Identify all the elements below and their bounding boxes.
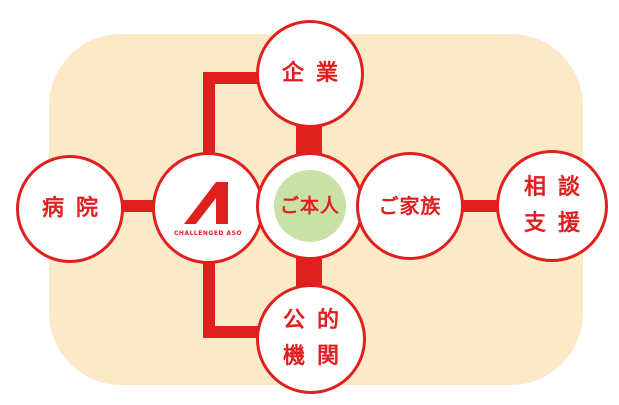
connector-logo-up (203, 72, 215, 162)
connector-family-consult (462, 200, 502, 212)
node-family-label: ご家族 (378, 194, 442, 218)
node-company-label: 企業 (281, 61, 350, 86)
node-family: ご家族 (356, 152, 464, 260)
connector-hospital-logo (120, 200, 160, 212)
connector-to-company (203, 72, 268, 84)
node-hospital-label: 病院 (41, 196, 110, 221)
node-logo: CHALLENGED ASO (152, 152, 264, 264)
node-self-inner: ご本人 (274, 170, 346, 242)
a-logo-icon (184, 181, 228, 224)
node-public-label: 公的 機関 (282, 308, 351, 369)
connector-logo-down (203, 252, 215, 338)
connector-to-public (203, 326, 268, 338)
node-self-label: ご本人 (279, 195, 340, 217)
node-public: 公的 機関 (256, 284, 366, 394)
node-consult: 相談 支援 (496, 150, 608, 262)
logo-text: CHALLENGED ASO (174, 229, 242, 237)
node-consult-label: 相談 支援 (523, 175, 592, 236)
node-hospital: 病院 (16, 155, 124, 263)
node-self: ご本人 (256, 152, 364, 260)
node-company: 企業 (256, 20, 364, 128)
